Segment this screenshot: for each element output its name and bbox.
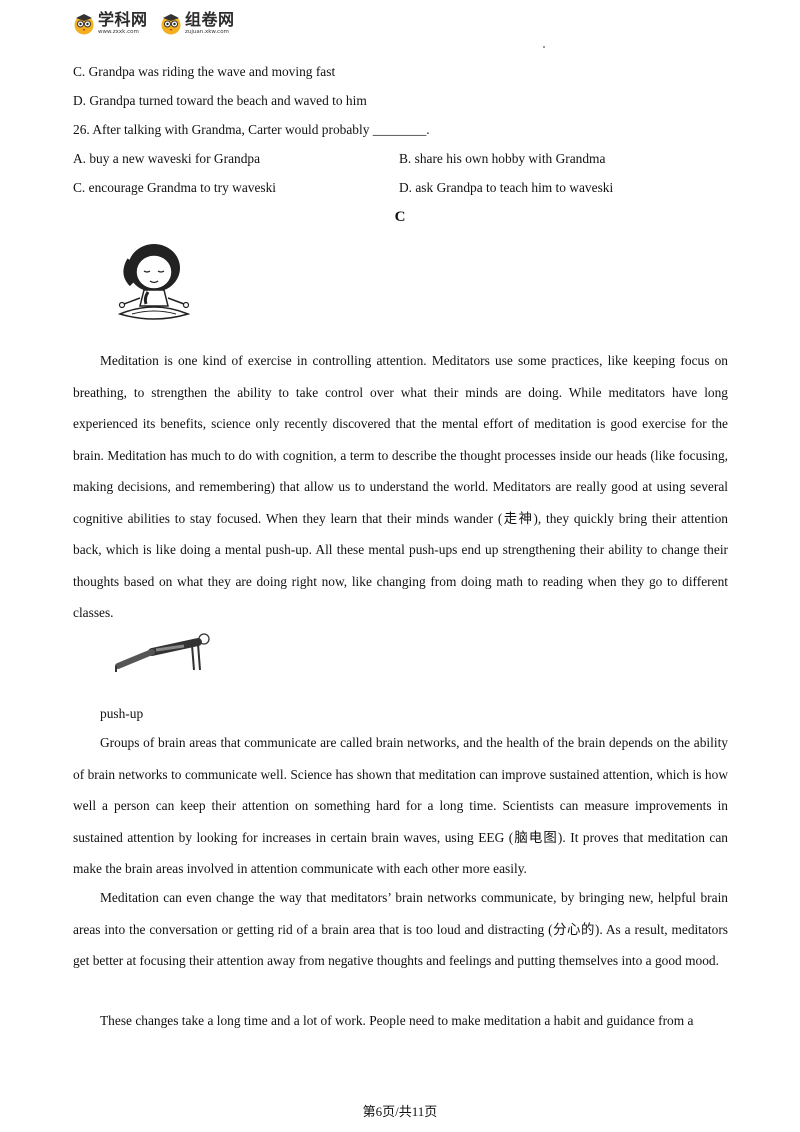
owl-mascot-icon (161, 13, 181, 35)
passage-paragraph-4: These changes take a long time and a lot… (100, 1013, 694, 1028)
page-number: 第6页/共11页 (362, 1104, 438, 1119)
zujuanwang-logo: 组卷网 zujuan.xkw.com (160, 12, 235, 36)
meditating-girl-illustration (117, 244, 191, 320)
push-up-caption: push-up (100, 706, 144, 721)
section-title: C (394, 209, 406, 225)
push-up-illustration (115, 633, 210, 672)
passage-paragraph-3: Meditation can even change the way that … (73, 890, 728, 968)
q26-option-a: A. buy a new waveski for Grandpa (73, 151, 261, 166)
owl-mascot-icon (74, 13, 94, 35)
logo-url: www.zxxk.com (98, 29, 139, 35)
passage-paragraph-2: Groups of brain areas that communicate a… (73, 735, 728, 876)
q26-option-b: B. share his own hobby with Grandma (399, 151, 606, 166)
passage-paragraph-1: Meditation is one kind of exercise in co… (73, 353, 728, 620)
xuekewang-logo: 学科网 www.zxxk.com (73, 12, 148, 36)
logo-title: 组卷网 (185, 10, 235, 29)
q26-option-c: C. encourage Grandma to try waveski (73, 180, 277, 195)
logo-url: zujuan.xkw.com (185, 29, 229, 35)
q26-option-d: D. ask Grandpa to teach him to waveski (399, 180, 614, 195)
q25-option-d: D. Grandpa turned toward the beach and w… (73, 93, 367, 108)
q26-stem: 26. After talking with Grandma, Carter w… (73, 122, 430, 137)
stray-dot (543, 46, 545, 48)
q25-option-c: C. Grandpa was riding the wave and movin… (73, 64, 336, 79)
logo-title: 学科网 (98, 10, 148, 29)
